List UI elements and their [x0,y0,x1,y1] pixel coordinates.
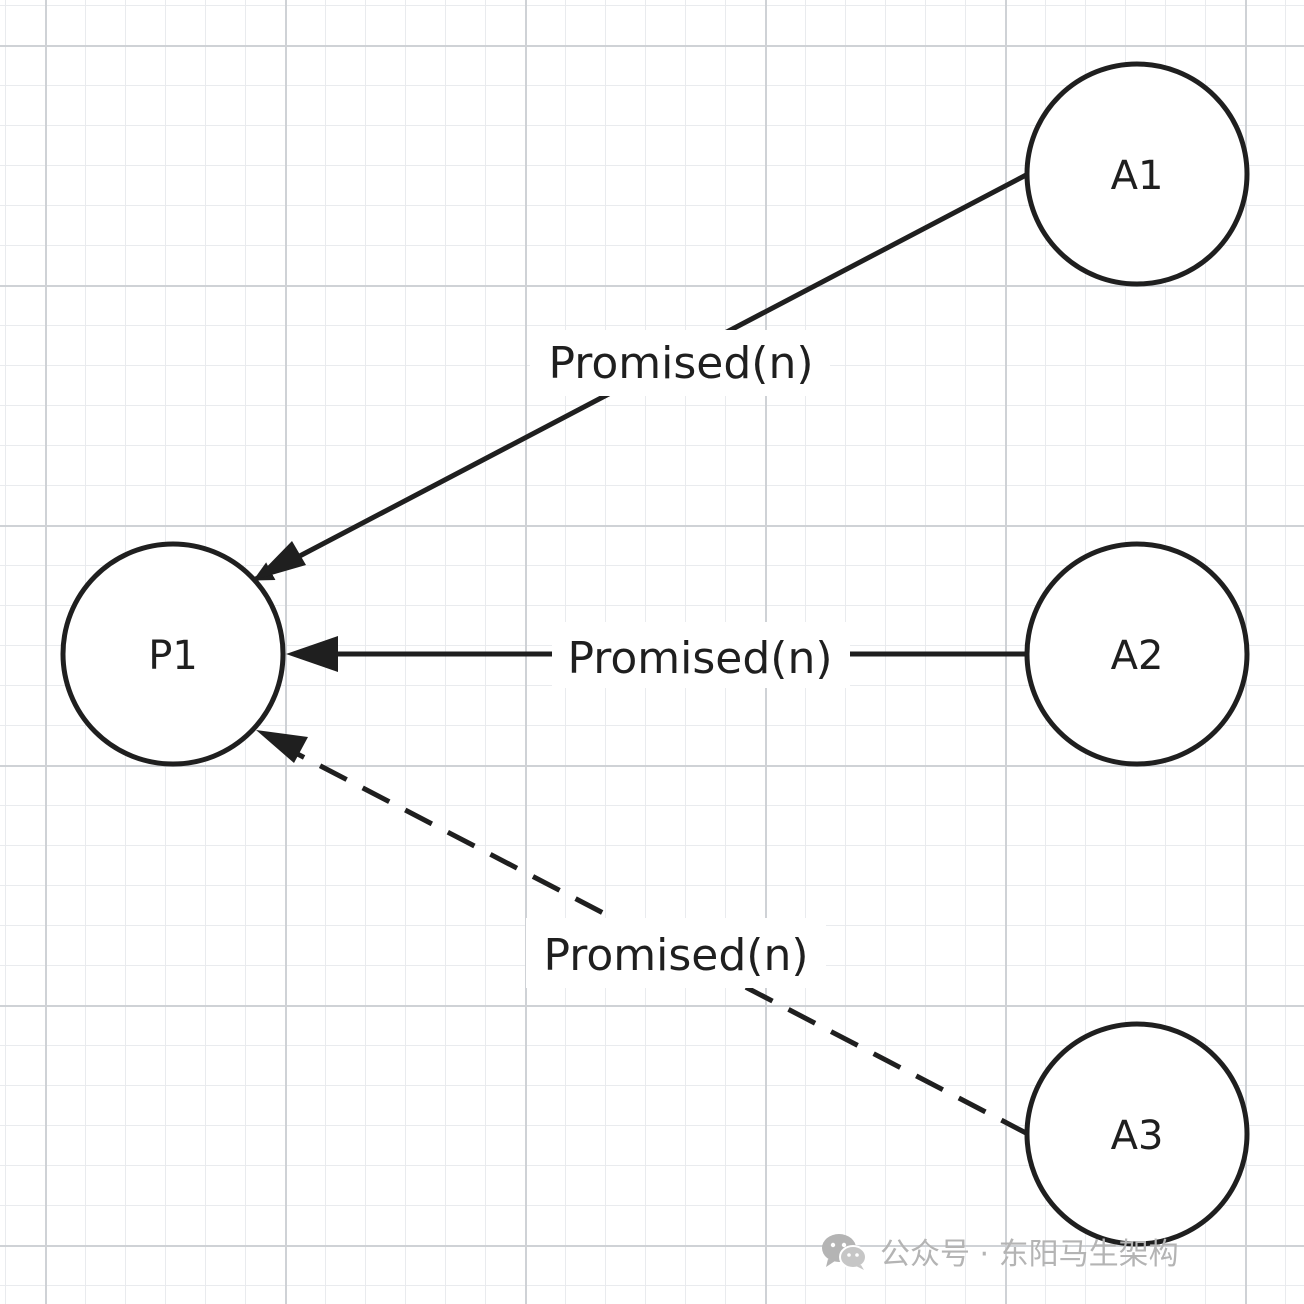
edge-a2-to-p1: Promised(n) [286,622,1028,688]
wechat-icon [820,1231,870,1271]
edge-a1-arrowhead [254,541,306,580]
edge-a3-arrowhead [256,730,308,763]
edge-a1-to-p1: Promised(n) [252,171,1030,583]
node-a2-label: A2 [1111,633,1164,679]
edge-a3-label-background [526,918,826,988]
node-a3-label: A3 [1111,1113,1164,1159]
edge-a3-to-p1-line [284,745,1030,1137]
edge-a2-label-background [552,622,850,688]
edge-a2-arrowhead [286,636,338,672]
watermark: 公众号 · 东阳马生架构 [820,1226,1179,1276]
node-a1-circle [1024,61,1250,287]
node-a1: A1 [1024,61,1250,287]
watermark-text: 公众号 · 东阳马生架构 [880,1237,1179,1272]
node-p1: P1 [60,541,286,767]
node-a3: A3 [1024,1021,1250,1247]
edge-a3-label: Promised(n) [543,930,808,981]
edge-a2-label: Promised(n) [567,633,832,684]
edge-a3-to-p1: Promised(n) [256,730,1030,1137]
node-a2: A2 [1024,541,1250,767]
node-a1-label: A1 [1111,153,1164,199]
node-a3-circle [1024,1021,1250,1247]
node-p1-label: P1 [148,633,198,679]
edge-a1-label: Promised(n) [548,338,813,389]
node-p1-circle [60,541,286,767]
edge-a1-label-background [530,330,830,396]
node-a2-circle [1024,541,1250,767]
